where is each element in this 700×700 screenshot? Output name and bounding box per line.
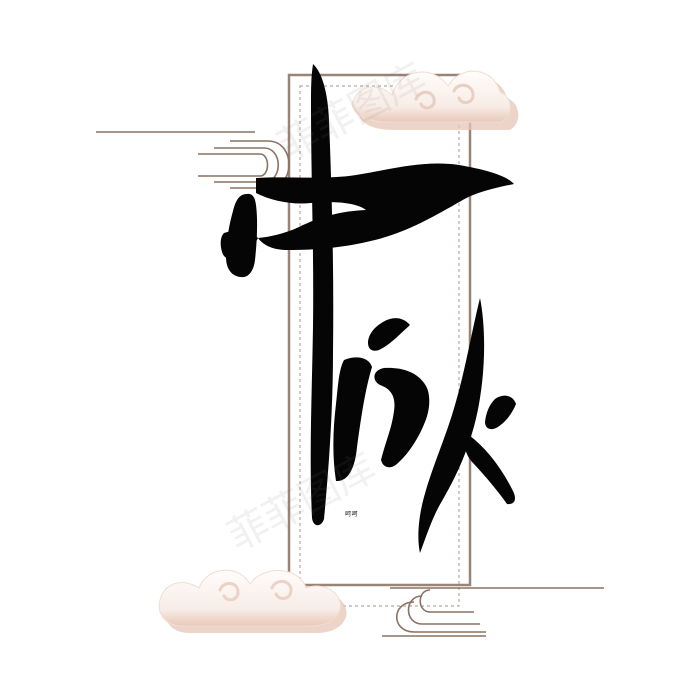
artist-signature-seal: 呵呵 — [345, 511, 359, 518]
zhong-left-ink-splash — [220, 230, 258, 260]
bottom-cloud-body — [158, 569, 341, 627]
zhong-vertical-stroke — [310, 64, 334, 526]
qiu-lower-sweep — [465, 435, 515, 505]
frame — [287, 73, 472, 607]
bottom-cloud-swirl — [218, 580, 293, 602]
bottom-cloud — [158, 569, 347, 633]
bottom-scroll-curl-2 — [407, 595, 480, 625]
qiu-middle-box — [374, 367, 430, 468]
top-cloud-body — [351, 70, 511, 123]
qiu-left-curve — [333, 357, 372, 482]
top-scroll-curl-2 — [214, 147, 279, 183]
calligraphy-character-qiu — [333, 298, 516, 553]
bottom-scroll-curl-3 — [396, 601, 486, 633]
qiu-top-dot — [368, 318, 410, 351]
qiu-right-fire-slash — [418, 298, 485, 553]
zhong-main-horizontal-stroke — [256, 163, 514, 250]
outer-frame — [287, 73, 472, 587]
inner-dashed-frame — [299, 85, 460, 607]
bottom-scroll-curl-1 — [419, 589, 474, 613]
top-cloud-swirl — [414, 83, 475, 110]
top-cloud — [351, 70, 519, 130]
bottom-right-scroll-lines — [382, 587, 604, 637]
top-scroll-curl-1 — [198, 153, 269, 177]
calligraphy-character-zhong — [220, 64, 514, 526]
qiu-right-dot — [485, 395, 516, 430]
